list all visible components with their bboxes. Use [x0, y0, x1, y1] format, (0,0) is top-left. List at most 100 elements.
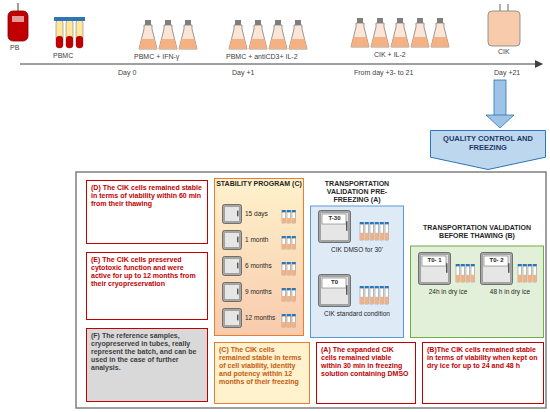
freezer-handle: [237, 289, 239, 295]
vial: [287, 212, 291, 223]
caption-text: 24h in dry ice: [418, 288, 478, 295]
step-label: CIK + IL-2: [374, 51, 406, 59]
vial: [370, 224, 374, 240]
vial-content: [471, 275, 475, 282]
vial-cap: [282, 288, 286, 290]
step-label: Day +21: [494, 69, 520, 77]
heading-text: TRANSPORTATION VALIDATION PRE-FREEZING (…: [310, 180, 404, 204]
vial: [380, 224, 384, 240]
vial: [365, 288, 369, 304]
freezer-door: [225, 259, 240, 274]
step-label: PB: [10, 44, 19, 52]
vials: [518, 264, 537, 282]
vial: [282, 264, 286, 275]
freezer-node: 9 months: [222, 282, 298, 304]
vial-content: [456, 275, 460, 282]
vials: [282, 210, 296, 223]
vial-cap: [282, 236, 286, 238]
vial: [360, 224, 364, 240]
freezer-icon: [223, 283, 242, 302]
freezer-body: [223, 205, 242, 224]
finding-box: (F) The reference samples, cryopreserved…: [86, 328, 208, 402]
vial-content: [466, 275, 470, 282]
vial-content: [380, 233, 384, 240]
node-text: T0- 1: [422, 257, 447, 264]
flask-group: [351, 18, 449, 47]
vial-content: [292, 218, 296, 223]
node-text: (E) The CIK cells preserved cytotoxic fu…: [91, 256, 203, 288]
freezer-door: [321, 277, 349, 305]
node-text: (C) The CIK cells remained stable in ter…: [219, 346, 305, 386]
vials: [282, 314, 296, 327]
node-text: T0: [322, 279, 347, 286]
vial-cap: [456, 264, 460, 266]
vial: [370, 288, 374, 304]
vials: [360, 222, 389, 240]
vial-cap: [466, 264, 470, 266]
finding-box: (B)The CIK cells remained stable in term…: [422, 342, 544, 404]
node-text: 9 months: [245, 288, 272, 295]
node-text: 12 months: [245, 314, 275, 321]
vial: [471, 266, 475, 282]
vial-content: [292, 322, 296, 327]
vial-cap: [287, 262, 291, 264]
freezer-icon: [223, 309, 242, 328]
vials: [282, 288, 296, 301]
vial-cap: [365, 286, 369, 288]
arrow-shape: [431, 131, 546, 170]
vial-cap: [292, 210, 296, 212]
finding-box: (C) The CIK cells remained stable in ter…: [214, 342, 310, 404]
heading-text: STABILITY PROGRAM (C): [214, 180, 304, 188]
step-label: PBMC + IFN-γ: [134, 53, 179, 61]
node-text: (A) The expanded CIK cells remained viab…: [321, 346, 411, 378]
freezer-body: [319, 275, 351, 307]
validation-band: T0- 124h in dry iceT0- 248 h in dry iceT…: [410, 222, 544, 338]
freezer-icon: [419, 253, 451, 285]
vial-content: [375, 297, 379, 304]
freezer-body: [481, 253, 513, 285]
vial: [380, 288, 384, 304]
vials: [282, 236, 296, 249]
band-shape: [311, 206, 404, 338]
freezer-door: [225, 311, 240, 326]
node-text: (D) The CIK cells remained stable in ter…: [91, 184, 203, 208]
vial-cap: [287, 236, 291, 238]
vial-content: [523, 275, 527, 282]
freezer-node: T-30CIK DMSO for 30': [318, 210, 396, 268]
vials: [282, 262, 296, 275]
vial: [282, 212, 286, 223]
freezer-door: [321, 213, 349, 241]
vial-cap: [287, 210, 291, 212]
vial: [466, 266, 470, 282]
step-label: From day +3- to 21: [354, 69, 413, 77]
node-text: T0- 2: [484, 257, 509, 264]
freezer-body: [419, 253, 451, 285]
vial: [282, 290, 286, 301]
vial-cap: [528, 264, 532, 266]
freezer-icon: [319, 275, 351, 307]
node-text: T-30: [322, 215, 347, 222]
vial-content: [287, 244, 291, 249]
vial-content: [287, 270, 291, 275]
vial-content: [385, 233, 389, 240]
freezer-node: 6 months: [222, 256, 298, 278]
vial-cap: [385, 222, 389, 224]
heading-text: QUALITY CONTROL AND FREEZING: [436, 135, 540, 152]
vial: [365, 224, 369, 240]
vial-content: [282, 218, 286, 223]
vial-cap: [385, 286, 389, 288]
vial: [292, 316, 296, 327]
vial-cap: [370, 286, 374, 288]
freezer-handle: [237, 211, 239, 217]
vial-cap: [370, 222, 374, 224]
flask-group: [229, 20, 307, 49]
vial-content: [461, 275, 465, 282]
timeline-arrow: [20, 64, 542, 65]
freezer-door: [225, 285, 240, 300]
band-shape: [215, 179, 304, 336]
freezer-body: [223, 257, 242, 276]
vial: [385, 224, 389, 240]
vial: [287, 264, 291, 275]
freezer-handle: [237, 315, 239, 321]
band-shape: [411, 246, 544, 338]
